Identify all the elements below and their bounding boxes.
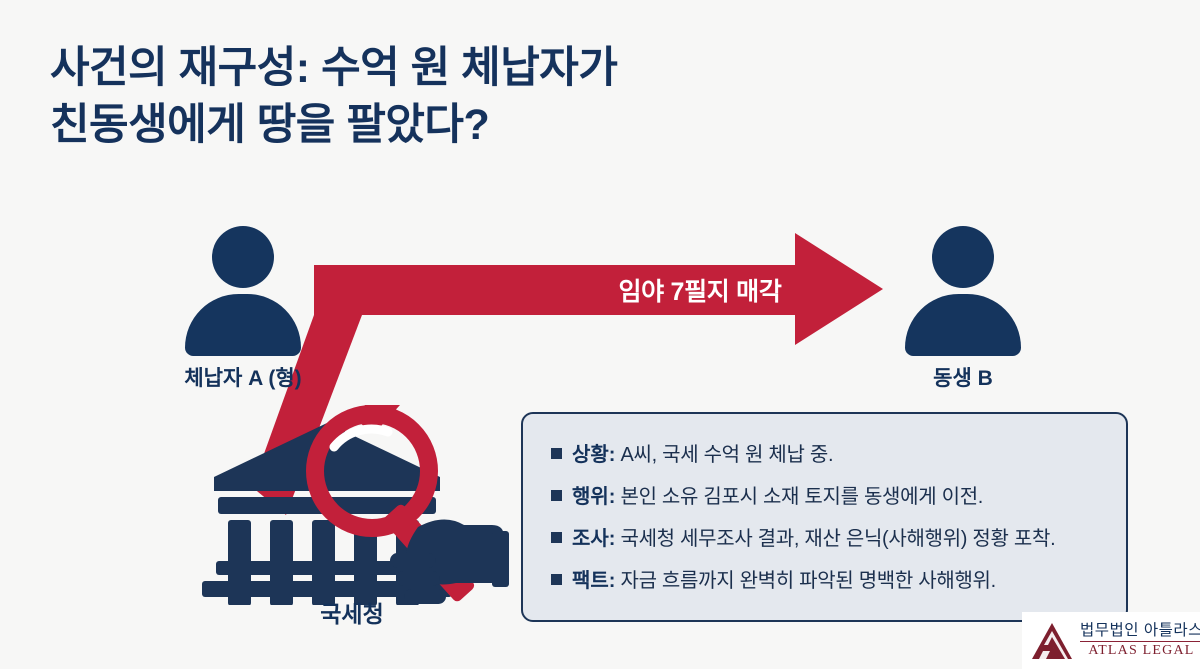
- summary-key: 팩트:: [572, 570, 616, 592]
- person-taxpayer-a: 체납자 A (형): [178, 226, 308, 390]
- case-summary-box: 상황: A씨, 국세 수억 원 체납 중. 행위: 본인 소유 김포시 소재 토…: [521, 412, 1128, 622]
- lens-highlight: [329, 424, 393, 452]
- person-body-icon: [185, 294, 301, 356]
- summary-row: 행위: 본인 소유 김포시 소재 토지를 동생에게 이전.: [551, 480, 1110, 509]
- summary-value: 자금 흐름까지 완벽히 파악된 명백한 사해행위.: [620, 570, 996, 592]
- firm-logo: 법무법인 아틀라스 ATLAS LEGAL: [1022, 612, 1200, 669]
- summary-key: 상황:: [572, 444, 616, 466]
- person-body-icon: [905, 294, 1021, 356]
- tax-agency-group: 국세청: [192, 367, 512, 635]
- summary-value: A씨, 국세 수억 원 체납 중.: [620, 444, 834, 466]
- summary-row: 상황: A씨, 국세 수억 원 체납 중.: [551, 438, 1110, 467]
- logo-text-group: 법무법인 아틀라스 ATLAS LEGAL: [1080, 622, 1200, 659]
- person-b-label: 동생 B: [933, 367, 993, 390]
- summary-key: 행위:: [572, 486, 616, 508]
- agency-label: 국세청: [320, 601, 384, 627]
- arrow-body-head: [314, 233, 883, 345]
- summary-row: 팩트: 자금 흐름까지 완벽히 파악된 명백한 사해행위.: [551, 564, 1110, 593]
- atlas-triangle-icon: [1032, 622, 1072, 659]
- bullet-square-icon: [551, 490, 562, 501]
- person-a-label: 체납자 A (형): [184, 367, 302, 390]
- logo-korean-name: 법무법인 아틀라스: [1080, 622, 1200, 640]
- bullet-square-icon: [551, 532, 562, 543]
- page-title: 사건의 재구성: 수억 원 체납자가 친동생에게 땅을 팔았다?: [50, 44, 618, 149]
- hand-icon: [390, 519, 509, 604]
- person-head-icon: [212, 226, 274, 288]
- bullet-square-icon: [551, 574, 562, 585]
- agency-illustration: [202, 367, 509, 606]
- logo-divider: [1080, 640, 1200, 642]
- person-head-icon: [932, 226, 994, 288]
- summary-key: 조사:: [572, 528, 616, 550]
- summary-value: 본인 소유 김포시 소재 토지를 동생에게 이전.: [620, 486, 984, 508]
- bullet-square-icon: [551, 448, 562, 459]
- summary-value: 국세청 세무조사 결과, 재산 은닉(사해행위) 정황 포착.: [620, 528, 1056, 550]
- person-sibling-b: 동생 B: [898, 226, 1028, 390]
- logo-english-name: ATLAS LEGAL: [1088, 642, 1195, 658]
- summary-row: 조사: 국세청 세무조사 결과, 재산 은닉(사해행위) 정황 포착.: [551, 522, 1110, 551]
